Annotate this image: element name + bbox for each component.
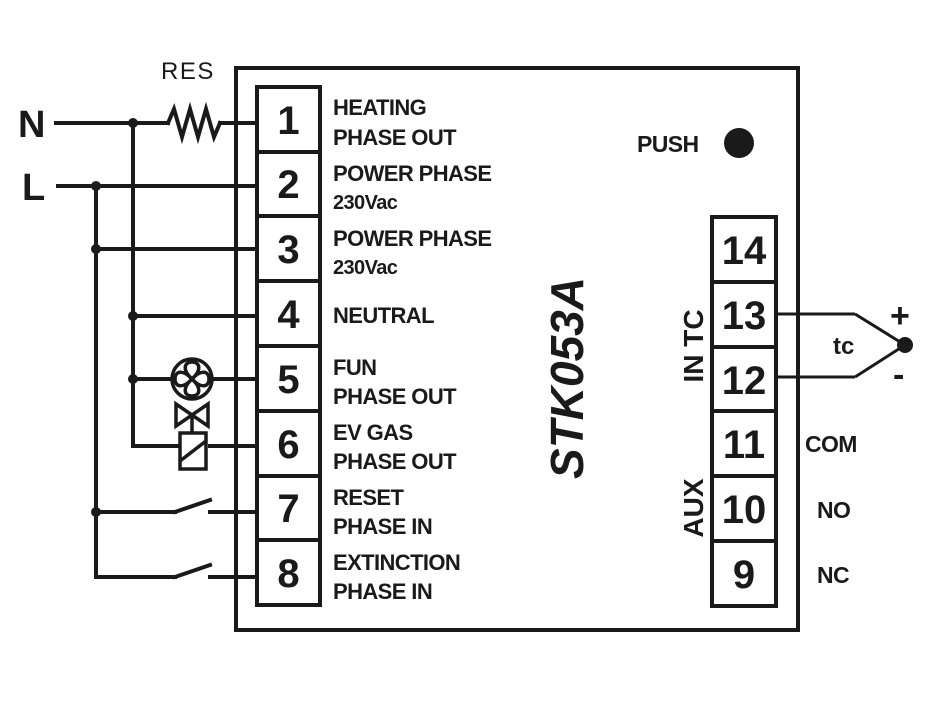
- terminal-number: 9: [733, 553, 755, 597]
- thermocouple-wiring: [776, 312, 906, 379]
- junction-dots: [91, 118, 138, 517]
- wiring: [54, 101, 259, 580]
- terminal-number: 4: [277, 293, 300, 337]
- terminal-number: 5: [277, 358, 299, 402]
- terminal-number: 2: [277, 163, 299, 207]
- terminal-label: PHASE OUT: [333, 449, 457, 474]
- terminal-label: POWER PHASE: [333, 161, 491, 186]
- terminal-label: PHASE OUT: [333, 125, 457, 150]
- plus-sign: +: [890, 297, 910, 335]
- terminal-number: 14: [722, 229, 767, 273]
- terminal-label: NO: [817, 497, 850, 523]
- terminal-label: EXTINCTION: [333, 550, 460, 575]
- model-name: STK053A: [541, 277, 593, 479]
- fan-icon: [170, 357, 214, 401]
- terminal-number: 13: [722, 294, 767, 338]
- push-button[interactable]: [724, 128, 754, 158]
- resistor-label: RES: [161, 58, 215, 85]
- aux-label: AUX: [678, 478, 709, 537]
- terminal-label: PHASE IN: [333, 514, 432, 539]
- terminal-label: POWER PHASE: [333, 226, 491, 251]
- resistor-symbol: [165, 101, 223, 145]
- terminal-label: COM: [805, 431, 857, 457]
- push-label: PUSH: [637, 131, 699, 157]
- left-terminal-block: [255, 85, 322, 607]
- terminal-label: HEATING: [333, 95, 426, 120]
- right-terminal-block: [710, 215, 778, 608]
- terminal-label: 230Vac: [333, 257, 398, 279]
- tc-label: tc: [833, 333, 854, 360]
- terminal-label: NC: [817, 562, 849, 588]
- terminal-label: EV GAS: [333, 420, 413, 445]
- gas-valve-icon: [174, 400, 210, 471]
- terminal-label: PHASE OUT: [333, 384, 457, 409]
- device-body: [234, 66, 800, 632]
- terminal-label: 230Vac: [333, 192, 398, 214]
- minus-sign: -: [893, 356, 904, 394]
- in-tc-label: IN TC: [678, 309, 709, 382]
- terminal-number: 3: [277, 228, 299, 272]
- terminal-label: FUN: [333, 355, 376, 380]
- line-label: L: [22, 167, 45, 209]
- thermocouple-junction: [897, 337, 913, 353]
- terminal-number: 8: [277, 552, 299, 596]
- terminal-label: NEUTRAL: [333, 303, 434, 328]
- neutral-label: N: [18, 104, 45, 146]
- terminal-label: RESET: [333, 485, 405, 510]
- terminal-number: 7: [277, 487, 299, 531]
- terminal-label: PHASE IN: [333, 579, 432, 604]
- terminal-number: 1: [277, 99, 299, 143]
- terminal-number: 10: [722, 488, 767, 532]
- terminal-number: 12: [722, 359, 767, 403]
- terminal-number: 11: [723, 423, 765, 467]
- terminal-number: 6: [277, 423, 299, 467]
